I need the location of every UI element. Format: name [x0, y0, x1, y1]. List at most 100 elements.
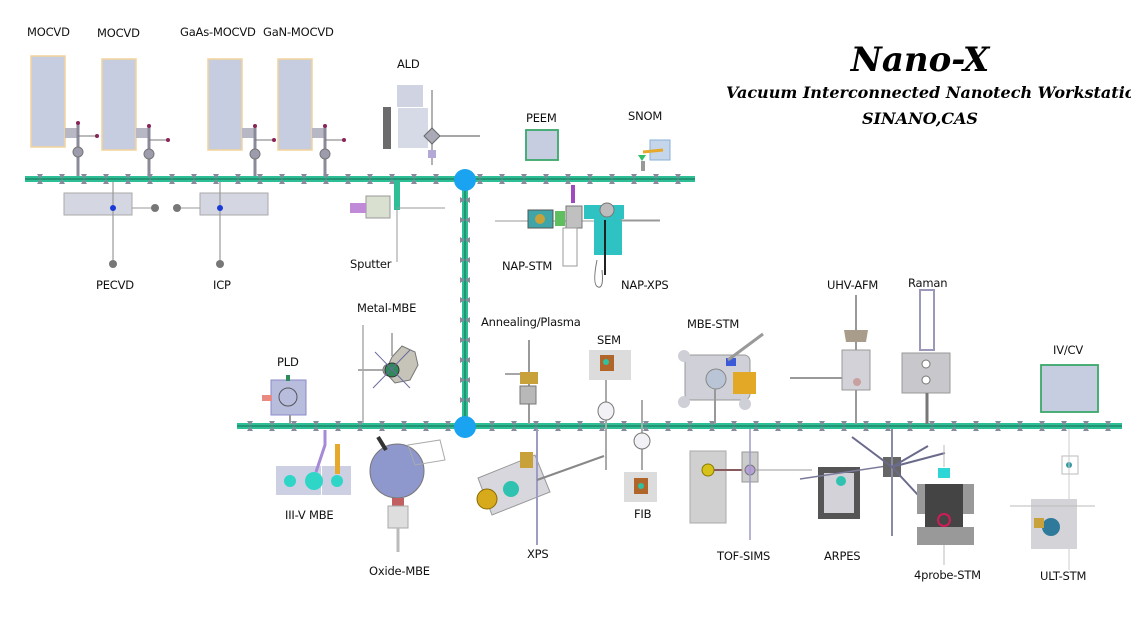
label-sputter: Sputter: [350, 257, 392, 271]
label-sem: SEM: [597, 333, 621, 347]
gate-valve-icon: [775, 421, 781, 431]
gate-valve-icon: [433, 174, 439, 184]
arpes-chamber[interactable]: [799, 464, 894, 519]
gate-valve-icon: [675, 174, 681, 184]
tof-sims-chamber[interactable]: [689, 429, 812, 540]
label-uhv-afm: UHV-AFM: [827, 278, 879, 292]
sputter-chamber[interactable]: [350, 182, 445, 262]
uhv-afm-chamber[interactable]: [790, 295, 871, 424]
label-gan-mocvd: GaN-MOCVD: [263, 25, 334, 39]
label-nap-stm: NAP-STM: [502, 259, 553, 273]
gate-valve-icon: [411, 174, 417, 184]
gate-valves: [37, 174, 1111, 431]
gaas-mocvd-chamber[interactable]: [207, 58, 276, 176]
gate-valve-icon: [247, 421, 253, 431]
gate-valve-icon: [301, 174, 307, 184]
oxide-mbe-chamber[interactable]: [369, 435, 446, 552]
label-metal-mbe: Metal-MBE: [357, 301, 417, 315]
label-fib: FIB: [634, 507, 652, 521]
label-snom: SNOM: [628, 109, 663, 123]
gate-valve-icon: [257, 174, 263, 184]
iii-v-mbe-chamber[interactable]: [276, 430, 351, 495]
gate-valve-icon: [191, 174, 197, 184]
gate-valve-icon: [460, 257, 470, 263]
gate-valve-icon: [279, 174, 285, 184]
pecvd-chamber[interactable]: [63, 182, 159, 268]
icp-chamber[interactable]: [173, 182, 269, 268]
gate-valve-icon: [460, 197, 470, 203]
xps-chamber[interactable]: [476, 429, 605, 545]
label-iii-v-mbe: III-V MBE: [285, 508, 334, 522]
lower-hub[interactable]: [454, 416, 476, 438]
nap-stm-chamber[interactable]: [495, 185, 660, 267]
label-oxide-mbe: Oxide-MBE: [369, 564, 430, 578]
label-nap-xps: NAP-XPS: [621, 278, 669, 292]
distribution-star[interactable]: [851, 429, 946, 536]
peem-chamber[interactable]: [525, 129, 559, 161]
gate-valve-icon: [951, 421, 957, 431]
iv-cv-chamber[interactable]: [1040, 364, 1099, 413]
gate-valve-icon: [797, 421, 803, 431]
gate-valve-icon: [929, 421, 935, 431]
gate-valve-icon: [379, 421, 385, 431]
label-pecvd: PECVD: [96, 278, 134, 292]
metal-mbe-chamber[interactable]: [358, 325, 419, 423]
label-mbe-stm: MBE-STM: [687, 317, 740, 331]
gate-valve-icon: [401, 421, 407, 431]
gate-valve-icon: [1083, 421, 1089, 431]
gan-mocvd-chamber[interactable]: [277, 58, 346, 176]
4probe-stm-chamber[interactable]: [917, 445, 974, 565]
gate-valve-icon: [477, 174, 483, 184]
gate-valve-icon: [291, 421, 297, 431]
lower-transfer-line: [237, 423, 1122, 429]
upper-hub[interactable]: [454, 169, 476, 191]
gate-valve-icon: [753, 421, 759, 431]
mbe-stm-chamber[interactable]: [678, 332, 764, 424]
label-raman: Raman: [908, 276, 948, 290]
mocvd-2-chamber[interactable]: [101, 58, 170, 176]
gate-valve-icon: [587, 174, 593, 184]
mocvd-1-chamber[interactable]: [30, 55, 99, 176]
gate-valve-icon: [543, 174, 549, 184]
raman-chamber[interactable]: [901, 289, 951, 424]
gate-valve-icon: [460, 377, 470, 383]
gate-valve-icon: [609, 174, 615, 184]
gate-valve-icon: [445, 421, 451, 431]
page-subtitle: Vacuum Interconnected Nanotech Workstati…: [726, 83, 1131, 102]
gate-valve-icon: [147, 174, 153, 184]
ald-chamber[interactable]: [383, 85, 480, 165]
pld-chamber[interactable]: [262, 375, 307, 424]
gate-valve-icon: [335, 421, 341, 431]
label-icp: ICP: [213, 278, 231, 292]
gate-valve-icon: [599, 421, 605, 431]
snom-chamber[interactable]: [638, 139, 671, 171]
label-4probe-stm: 4probe-STM: [914, 568, 981, 582]
gate-valve-icon: [460, 337, 470, 343]
label-tof-sims: TOF-SIMS: [717, 549, 771, 563]
label-gaas-mocvd: GaAs-MOCVD: [180, 25, 256, 39]
label-peem: PEEM: [526, 111, 557, 125]
gate-valve-icon: [1061, 421, 1067, 431]
label-ald: ALD: [397, 57, 420, 71]
gate-valve-icon: [555, 421, 561, 431]
annealing-plasma-chamber[interactable]: [505, 340, 538, 424]
gate-valve-icon: [460, 277, 470, 283]
gate-valve-icon: [125, 174, 131, 184]
gate-valve-icon: [235, 174, 241, 184]
gate-valve-icon: [521, 174, 527, 184]
gate-valve-icon: [511, 421, 517, 431]
gate-valve-icon: [885, 421, 891, 431]
gate-valve-icon: [323, 174, 329, 184]
gate-valve-icon: [460, 397, 470, 403]
gate-valve-icon: [59, 174, 65, 184]
nap-xps-chamber[interactable]: [584, 202, 660, 288]
page-title: Nano-X: [850, 40, 990, 80]
ult-stm-chamber[interactable]: [1010, 429, 1095, 570]
gate-valve-icon: [653, 174, 659, 184]
fib-chamber[interactable]: [624, 400, 657, 502]
label-pld: PLD: [277, 355, 299, 369]
gate-valve-icon: [1039, 421, 1045, 431]
label-mocvd-2: MOCVD: [97, 26, 140, 40]
sem-chamber[interactable]: [589, 350, 631, 470]
